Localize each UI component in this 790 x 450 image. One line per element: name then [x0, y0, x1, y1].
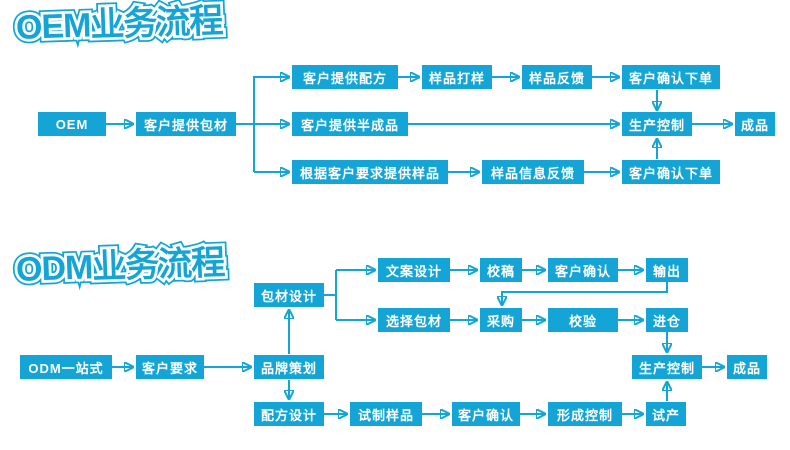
node-odm-package-design: 包材设计: [254, 283, 324, 307]
node-odm-trial-sample: 试制样品: [350, 402, 422, 426]
node-oem-packaging: 客户提供包材: [136, 112, 236, 136]
node-odm-trial-production: 试产: [646, 402, 686, 426]
node-oem-confirm-order-bottom: 客户确认下单: [622, 160, 720, 184]
node-odm-copy-design: 文案设计: [378, 258, 450, 282]
node-oem-sample-info-feedback: 样品信息反馈: [482, 160, 584, 184]
node-odm-brand-planning: 品牌策划: [254, 355, 324, 379]
odm-edges: [112, 270, 724, 414]
node-odm-formula-design: 配方设计: [254, 402, 324, 426]
node-odm-start: ODM一站式: [20, 355, 112, 379]
oem-edges: [106, 76, 732, 172]
edge-odm-output-purchase: [502, 282, 668, 305]
node-oem-confirm-order-top: 客户确认下单: [622, 65, 720, 89]
edge-oem-branch-trunk: [236, 76, 255, 172]
node-odm-proofread: 校稿: [480, 258, 522, 282]
node-odm-customer-req: 客户要求: [136, 355, 204, 379]
node-odm-finished: 成品: [727, 355, 767, 379]
node-odm-forming-control: 形成控制: [548, 402, 622, 426]
node-odm-customer-confirm-bottom: 客户确认: [452, 402, 520, 426]
node-odm-warehouse: 进仓: [646, 308, 688, 332]
node-odm-verify: 校验: [548, 308, 618, 332]
node-odm-customer-confirm-top: 客户确认: [548, 258, 618, 282]
node-odm-purchase: 采购: [480, 308, 522, 332]
node-odm-output: 输出: [646, 258, 688, 282]
odm-title-text: ODM业务流程: [15, 243, 225, 289]
node-oem-production-control: 生产控制: [622, 112, 692, 136]
odm-chart-title: ODM业务流程 ODM业务流程 ODM业务流程: [11, 239, 230, 293]
node-oem-semi-finished: 客户提供半成品: [292, 112, 408, 136]
node-odm-production-control: 生产控制: [632, 355, 702, 379]
node-oem-sample-making: 样品打样: [422, 65, 492, 89]
edge-odm-pkgdesign-trunk: [324, 270, 337, 320]
node-oem-start: OEM: [38, 112, 106, 136]
node-oem-finished: 成品: [735, 112, 775, 136]
node-oem-sample-feedback: 样品反馈: [522, 65, 592, 89]
node-oem-sample-by-request: 根据客户要求提供样品: [292, 160, 448, 184]
oem-chart-title: OEM业务流程 OEM业务流程 OEM业务流程: [11, 0, 228, 51]
oem-title-text: OEM业务流程: [15, 1, 223, 47]
node-oem-formula: 客户提供配方: [292, 65, 398, 89]
node-odm-choose-package: 选择包材: [378, 308, 450, 332]
